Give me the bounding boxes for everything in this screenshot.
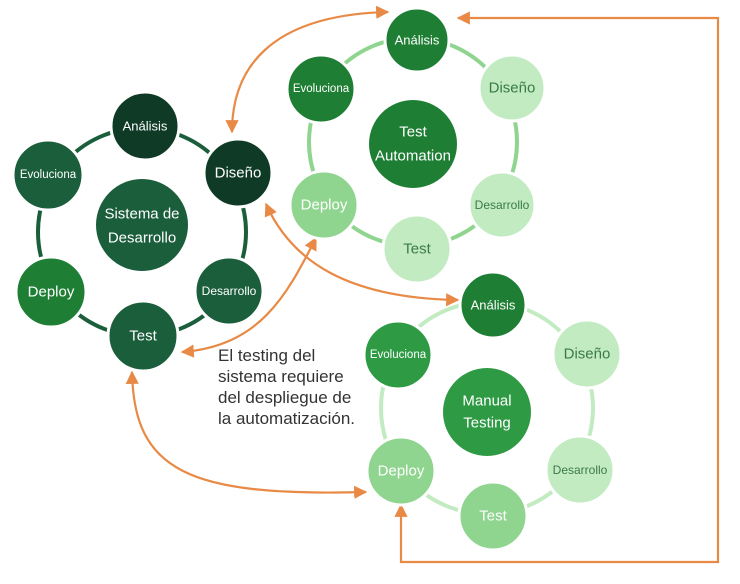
node-evoluciona [11,138,85,212]
automation-dependency-note: El testing del sistema requiere del desp… [218,345,398,429]
cycle-sistema-de-desarrollo: Sistema de Desarrollo Análisis Diseño De… [11,90,274,373]
node-analisis-label: Análisis [123,119,168,134]
node-desarrollo [193,255,265,327]
node-deploy-label: Deploy [301,197,348,214]
node-analisis-label: Análisis [395,33,440,48]
arrow-manual-deploy-feedback-loop [394,11,720,564]
node-test [457,480,529,552]
node-evoluciona-label: Evoluciona [293,83,350,95]
arrow-diseno-to-automation-analisis [225,5,390,134]
cycle-center-label-line1: Sistema de [104,206,179,223]
cycle-center-node [443,368,531,456]
cycle-center-label-line2: Automation [375,148,451,165]
node-diseno-label: Diseño [564,346,611,363]
connector-arrows [125,5,720,564]
note-line: del despliegue de [218,388,352,407]
node-diseno [477,53,547,123]
node-deploy [288,169,360,241]
node-test [106,299,180,373]
cycle-center-node [369,100,457,188]
node-deploy [14,255,88,329]
node-diseno [202,137,274,209]
node-diseno [551,318,623,390]
node-analisis-label: Análisis [471,298,516,313]
node-test-label: Test [129,328,157,345]
node-desarrollo-label: Desarrollo [202,284,257,298]
node-deploy-label: Deploy [28,284,75,301]
node-evoluciona [362,319,434,391]
node-evoluciona-label: Evoluciona [370,349,427,361]
cycle-test-automation: Test Automation Análisis Diseño Desarrol… [285,6,547,285]
node-evoluciona-label: Evoluciona [20,169,77,181]
node-desarrollo [467,170,537,240]
cycle-center-label-line2: Testing [463,415,511,432]
node-diseno-label: Diseño [489,80,536,97]
arrow-test-to-manual-deploy [125,370,368,499]
node-analisis [383,6,451,74]
node-evoluciona [285,53,357,125]
node-test-label: Test [479,508,507,525]
node-diseno-label: Diseño [215,165,262,182]
cycle-center-label-line1: Manual [462,393,511,410]
node-test-label: Test [403,241,431,258]
cycle-center-label-line1: Test [399,124,427,141]
cycle-center-label-line2: Desarrollo [108,230,176,247]
node-desarrollo-label: Desarrollo [553,463,608,477]
node-analisis [458,270,528,340]
note-line: sistema requiere [218,367,344,386]
node-desarrollo-label: Desarrollo [475,198,530,212]
node-analisis [109,90,181,162]
cycle-center-node [96,179,188,271]
note-line: la automatización. [218,409,356,428]
cycle-manual-testing: Manual Testing Análisis Diseño Desarroll… [362,270,623,552]
node-deploy [365,435,437,507]
node-desarrollo [544,434,616,506]
node-deploy-label: Deploy [378,463,425,480]
note-line: El testing del [218,346,316,365]
node-test [381,213,453,285]
